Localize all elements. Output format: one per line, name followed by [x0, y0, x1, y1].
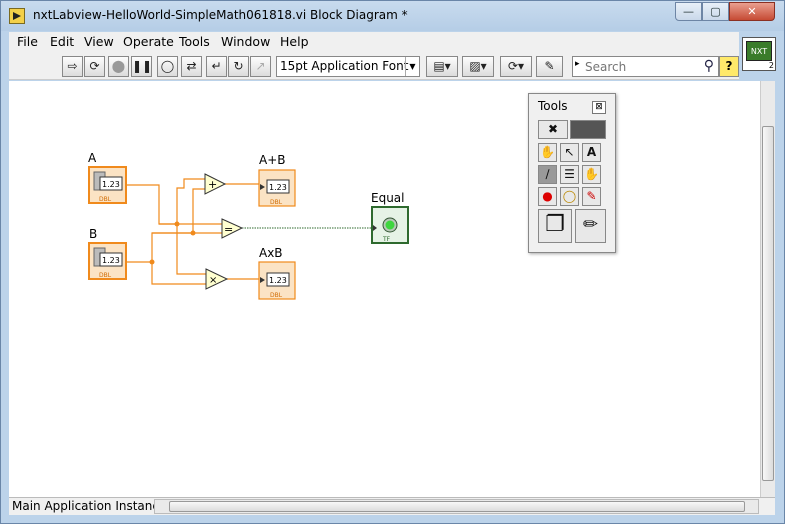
indicator-equal-terminal[interactable]: TF	[371, 206, 409, 244]
close-button[interactable]: ✕	[729, 2, 775, 21]
multiply-symbol: ×	[209, 275, 217, 286]
connect-wire-icon[interactable]: ∕	[538, 165, 557, 184]
wire-junction	[149, 259, 155, 265]
indicator-product-value: 1.23	[269, 276, 287, 285]
indicator-product-label[interactable]: AxB	[259, 246, 283, 260]
window-title: nxtLabview-HelloWorld-SimpleMath061818.v…	[33, 8, 408, 22]
search-input[interactable]	[585, 58, 695, 75]
search-icon[interactable]: ⚲	[703, 58, 714, 74]
position-select-icon[interactable]: ↖	[560, 143, 579, 162]
horizontal-scroll-thumb[interactable]	[169, 501, 745, 512]
equal-function[interactable]: =	[221, 218, 244, 239]
chevron-down-icon: ▼	[405, 57, 419, 76]
indicator-sum-value: 1.23	[269, 183, 287, 192]
vi-icon[interactable]: NXT 2	[742, 37, 776, 71]
search-expand-icon: ▸	[575, 59, 580, 69]
probe-data-icon[interactable]: ◯	[560, 187, 579, 206]
set-color-icon[interactable]: ❐	[538, 209, 572, 243]
title-bar[interactable]: nxtLabview-HelloWorld-SimpleMath061818.v…	[1, 1, 784, 31]
clean-up-diagram-icon[interactable]: ✎	[536, 56, 563, 77]
auto-tool-icon[interactable]: ✖	[538, 120, 568, 139]
wire-a-to-multiply[interactable]	[176, 224, 206, 275]
retain-wire-values-icon[interactable]: ⇄	[181, 56, 202, 77]
indicator-sum-terminal[interactable]: 1.23 DBL	[258, 169, 296, 207]
step-over-icon[interactable]: ↻	[228, 56, 249, 77]
run-arrow-icon[interactable]: ⇨	[62, 56, 83, 77]
highlight-execution-icon[interactable]: ◯	[157, 56, 178, 77]
labview-app-icon	[9, 8, 25, 24]
set-breakpoint-icon[interactable]: ●	[538, 187, 557, 206]
pause-icon[interactable]: ❚❚	[131, 56, 152, 77]
tools-palette[interactable]: Tools ⊠ ✖ ✋ ↖ A ∕ ☰ ✋ ● ◯ ✎ ❐ ✏	[528, 93, 616, 253]
indicator-equal-type: TF	[382, 236, 391, 243]
equal-symbol: =	[224, 223, 233, 236]
step-out-icon[interactable]: ↗	[250, 56, 271, 77]
wire-b-to-add[interactable]	[152, 188, 205, 234]
wire-junction	[174, 221, 180, 227]
run-continuously-icon[interactable]: ⟳	[84, 56, 105, 77]
wire-a-to-add[interactable]	[159, 178, 205, 225]
align-objects-icon[interactable]: ▤▾	[426, 56, 458, 77]
wire-junction	[190, 230, 196, 236]
toolbar: ⇨ ⟳ ⬤ ❚❚ ◯ ⇄ ↵ ↻ ↗ 15pt Application Font…	[9, 52, 739, 80]
diagram-svg: 1.23 DBL 1.23 DBL + =	[88, 166, 409, 300]
get-color-icon[interactable]: ✎	[582, 187, 601, 206]
menu-tools[interactable]: Tools	[179, 34, 210, 49]
scroll-window-icon[interactable]: ✋	[582, 165, 601, 184]
wire-b-to-multiply[interactable]	[151, 262, 206, 285]
status-bar: Main Application Instance	[9, 497, 775, 515]
vertical-scroll-thumb[interactable]	[762, 126, 774, 481]
menu-operate[interactable]: Operate	[123, 34, 174, 49]
indicator-sum-label[interactable]: A+B	[259, 153, 286, 167]
add-symbol: +	[208, 178, 217, 191]
search-field[interactable]: ▸ ⚲	[572, 56, 719, 77]
font-selector-value: 15pt Application Font	[280, 59, 409, 73]
control-b-type: DBL	[99, 272, 112, 279]
vi-icon-image: NXT	[746, 41, 772, 61]
distribute-objects-icon[interactable]: ▨▾	[462, 56, 494, 77]
operate-value-icon[interactable]: ✋	[538, 143, 557, 162]
indicator-product-terminal[interactable]: 1.23 DBL	[258, 261, 296, 300]
auto-tool-indicator	[570, 120, 606, 139]
reorder-icon[interactable]: ⟳▾	[500, 56, 532, 77]
indicator-product-type: DBL	[270, 292, 283, 299]
horizontal-scrollbar[interactable]	[154, 499, 759, 514]
step-into-icon[interactable]: ↵	[206, 56, 227, 77]
application-instance-label[interactable]: Main Application Instance	[12, 499, 167, 513]
menu-view[interactable]: View	[84, 34, 114, 49]
control-a-type: DBL	[99, 196, 112, 203]
vi-icon-connector-number: 2	[768, 61, 774, 70]
paint-brush-icon[interactable]: ✏	[575, 209, 606, 243]
menu-bar: File Edit View Operate Tools Window Help	[9, 32, 739, 52]
add-function[interactable]: +	[204, 173, 227, 195]
menu-edit[interactable]: Edit	[50, 34, 75, 49]
menu-window[interactable]: Window	[221, 34, 271, 49]
tools-palette-title: Tools	[538, 99, 568, 113]
block-diagram-canvas[interactable]: 1.23 DBL 1.23 DBL + =	[9, 81, 760, 497]
menu-file[interactable]: File	[17, 34, 38, 49]
edit-text-icon[interactable]: A	[582, 143, 601, 162]
indicator-sum-type: DBL	[270, 199, 283, 206]
menu-help[interactable]: Help	[280, 34, 309, 49]
tools-palette-close-button[interactable]: ⊠	[592, 101, 606, 114]
indicator-equal-label[interactable]: Equal	[371, 191, 405, 205]
control-a-value: 1.23	[102, 180, 120, 189]
wire-a-to-equal[interactable]	[126, 184, 222, 225]
control-b-terminal[interactable]: 1.23 DBL	[88, 242, 127, 280]
context-help-button[interactable]: ?	[719, 56, 739, 77]
object-shortcut-menu-icon[interactable]: ☰	[560, 165, 579, 184]
control-b-label[interactable]: B	[89, 227, 98, 241]
maximize-button[interactable]: ▢	[702, 2, 729, 21]
control-b-value: 1.23	[102, 256, 120, 265]
abort-icon[interactable]: ⬤	[108, 56, 129, 77]
control-a-label[interactable]: A	[88, 151, 97, 165]
control-a-terminal[interactable]: 1.23 DBL	[88, 166, 127, 204]
minimize-button[interactable]: —	[675, 2, 702, 21]
font-selector[interactable]: 15pt Application Font ▼	[276, 56, 420, 77]
multiply-function[interactable]: ×	[205, 268, 229, 290]
wire-b-to-equal[interactable]	[126, 232, 222, 263]
vertical-scrollbar[interactable]	[760, 81, 775, 497]
